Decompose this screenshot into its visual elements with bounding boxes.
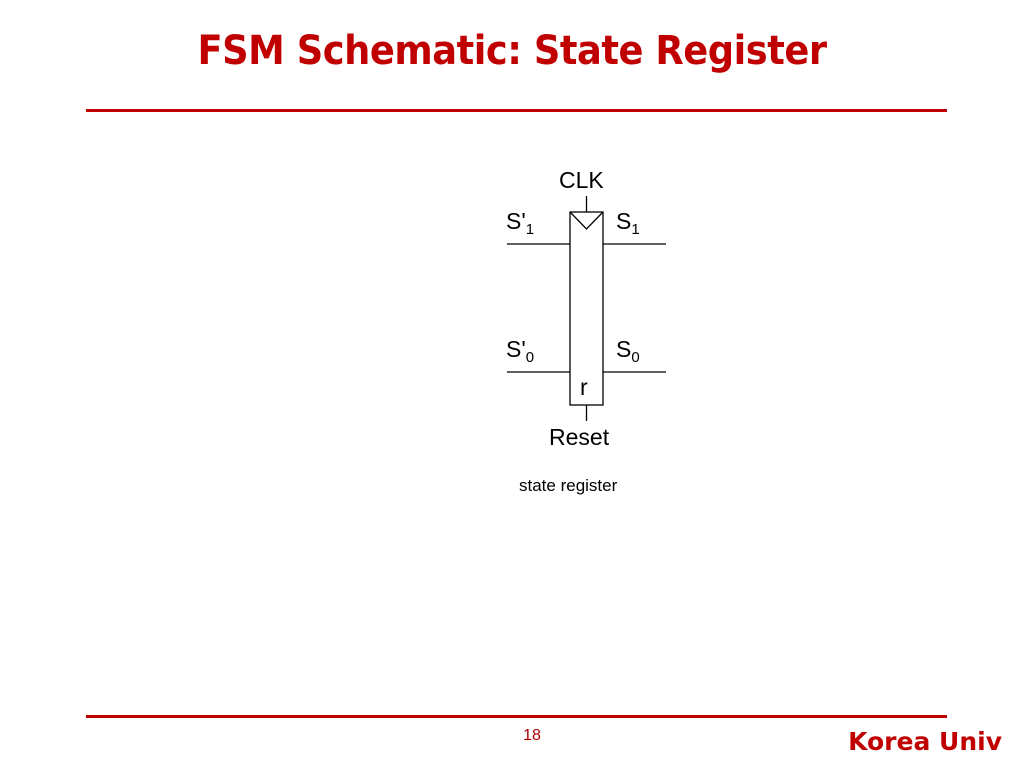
brand-label: Korea Univ <box>848 727 1002 756</box>
output-label-s0: S0 <box>616 336 640 366</box>
input-label-base: S' <box>506 336 526 362</box>
input-label-s1-next: S'1 <box>506 208 535 238</box>
output-label-sub: 1 <box>631 221 640 238</box>
diagram-caption: state register <box>519 476 618 495</box>
input-label-sub: 1 <box>525 221 535 238</box>
input-label-s0-next: S'0 <box>506 336 535 366</box>
input-label-base: S' <box>506 208 526 234</box>
output-label-base: S <box>616 336 632 362</box>
output-label-base: S <box>616 208 632 234</box>
title-divider <box>86 109 947 112</box>
page-number: 18 <box>523 727 541 744</box>
output-label-s1: S1 <box>616 208 640 238</box>
reset-label: Reset <box>549 424 610 450</box>
output-label-sub: 0 <box>631 349 640 366</box>
slide-title: FSM Schematic: State Register <box>197 28 827 74</box>
reset-pin-label: r <box>580 374 588 400</box>
clock-edge-icon <box>569 211 604 230</box>
clk-label: CLK <box>559 167 604 193</box>
input-label-sub: 0 <box>525 349 535 366</box>
footer-divider <box>86 715 947 718</box>
